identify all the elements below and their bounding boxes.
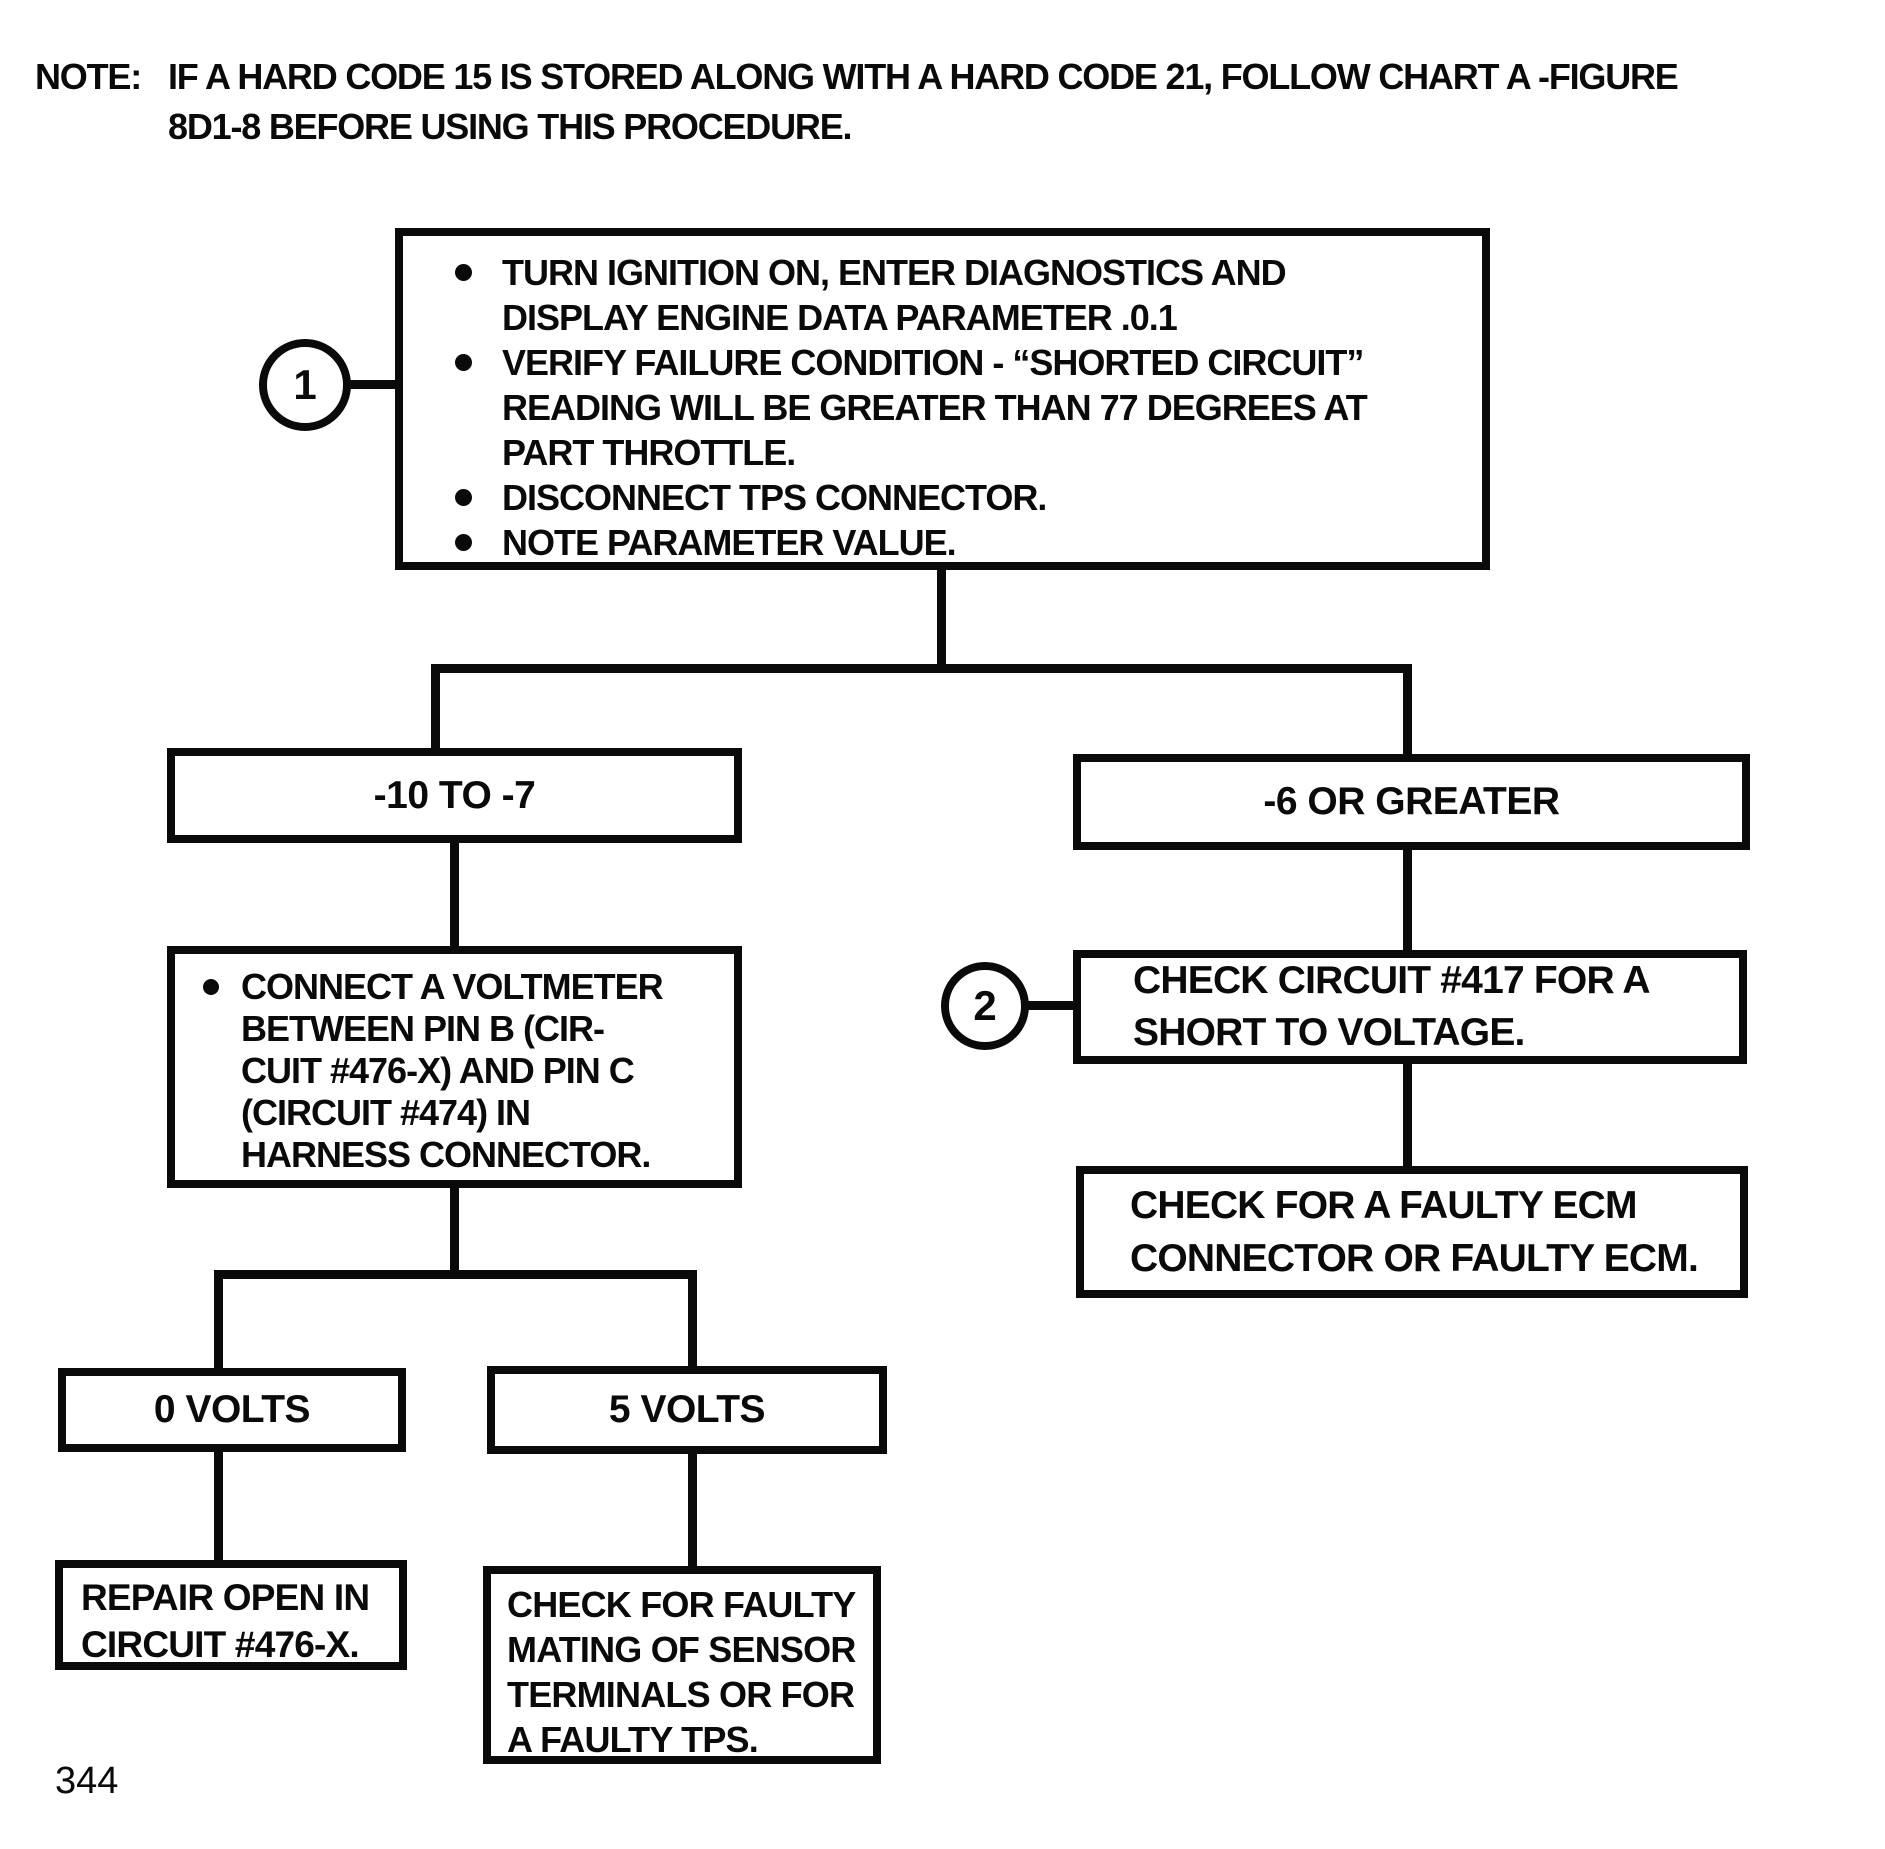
5-volts-label: 5 VOLTS: [608, 1388, 766, 1431]
repair-line-1: REPAIR OPEN IN: [81, 1577, 370, 1618]
list-item: DISCONNECT TPS CONNECTOR.: [455, 475, 1462, 520]
start-bullet-1-line-2: DISPLAY ENGINE DATA PARAMETER .0.1: [502, 297, 1178, 338]
note-line-2: 8D1-8 BEFORE USING THIS PROCEDURE.: [168, 106, 853, 147]
bullet-icon: [203, 979, 219, 995]
box-5-volts: 5 VOLTS: [487, 1366, 887, 1454]
circuit-417-line-1: CHECK CIRCUIT #417 FOR A: [1133, 959, 1651, 1002]
box-repair-open: REPAIR OPEN IN CIRCUIT #476-X.: [55, 1560, 407, 1670]
note-header: NOTE: IF A HARD CODE 15 IS STORED ALONG …: [35, 52, 1679, 152]
box-0-volts: 0 VOLTS: [58, 1368, 406, 1452]
note-line-1: IF A HARD CODE 15 IS STORED ALONG WITH A…: [168, 56, 1679, 97]
voltmeter-line-1: CONNECT A VOLTMETER: [241, 966, 664, 1007]
ecm-line-2: CONNECTOR OR FAULTY ECM.: [1130, 1237, 1699, 1280]
note-label: NOTE:: [35, 56, 142, 97]
connector-split-horizontal: [214, 1270, 697, 1279]
box-check-circuit-417: CHECK CIRCUIT #417 FOR A SHORT TO VOLTAG…: [1073, 950, 1747, 1064]
mating-line-2: MATING OF SENSOR: [507, 1629, 856, 1670]
connector-0v-repair: [214, 1448, 223, 1566]
list-item: VERIFY FAILURE CONDITION - “SHORTED CIRC…: [455, 340, 1462, 475]
start-bullet-2-line-3: PART THROTTLE.: [502, 432, 796, 473]
list-item: TURN IGNITION ON, ENTER DIAGNOSTICS AND …: [455, 250, 1462, 340]
mating-line-4: A FAULTY TPS.: [507, 1719, 759, 1760]
connector-stub-badge1: [346, 380, 401, 389]
connector-split-left-down: [214, 1270, 223, 1374]
connector-stub-badge2: [1022, 1001, 1077, 1010]
connector-rangehigh-417: [1403, 846, 1412, 956]
bullet-icon: [455, 264, 472, 281]
connector-rangelow-voltmeter: [450, 838, 459, 954]
start-bullet-1-line-1: TURN IGNITION ON, ENTER DIAGNOSTICS AND: [502, 252, 1287, 293]
box-check-ecm: CHECK FOR A FAULTY ECM CONNECTOR OR FAUL…: [1076, 1166, 1748, 1298]
repair-open-text: REPAIR OPEN IN CIRCUIT #476-X.: [63, 1568, 399, 1668]
box-start-procedure: TURN IGNITION ON, ENTER DIAGNOSTICS AND …: [395, 228, 1490, 570]
bullet-icon: [455, 354, 472, 371]
step-badge-2-number: 2: [973, 982, 997, 1029]
list-item: CONNECT A VOLTMETER BETWEEN PIN B (CIR- …: [203, 966, 724, 1176]
start-bullet-list: TURN IGNITION ON, ENTER DIAGNOSTICS AND …: [403, 236, 1482, 565]
start-bullet-2-line-2: READING WILL BE GREATER THAN 77 DEGREES …: [502, 387, 1368, 428]
connector-split-right-down: [688, 1270, 697, 1372]
connector-start-down: [937, 566, 946, 672]
connector-branch-horizontal: [431, 664, 1412, 673]
range-low-label: -10 TO -7: [373, 773, 536, 817]
connector-voltmeter-down: [450, 1184, 459, 1279]
ecm-line-1: CHECK FOR A FAULTY ECM: [1130, 1184, 1638, 1227]
bullet-icon: [455, 489, 472, 506]
connector-branch-left-down: [431, 664, 440, 756]
range-high-label: -6 OR GREATER: [1263, 780, 1560, 823]
step-badge-1: 1: [259, 339, 351, 431]
check-ecm-text: CHECK FOR A FAULTY ECM CONNECTOR OR FAUL…: [1084, 1174, 1740, 1290]
voltmeter-line-2: BETWEEN PIN B (CIR-: [241, 1008, 605, 1049]
repair-line-2: CIRCUIT #476-X.: [81, 1624, 360, 1665]
circuit-417-line-2: SHORT TO VOLTAGE.: [1133, 1011, 1525, 1054]
start-bullet-2-line-1: VERIFY FAILURE CONDITION - “SHORTED CIRC…: [502, 342, 1364, 383]
check-mating-text: CHECK FOR FAULTY MATING OF SENSOR TERMIN…: [491, 1574, 873, 1762]
check-circuit-417-text: CHECK CIRCUIT #417 FOR A SHORT TO VOLTAG…: [1081, 958, 1739, 1056]
note-text: IF A HARD CODE 15 IS STORED ALONG WITH A…: [168, 52, 1679, 152]
bullet-icon: [455, 534, 472, 551]
mating-line-1: CHECK FOR FAULTY: [507, 1584, 856, 1625]
box-range-low: -10 TO -7: [167, 748, 742, 843]
0-volts-label: 0 VOLTS: [153, 1388, 311, 1431]
start-bullet-3-line-1: DISCONNECT TPS CONNECTOR.: [502, 477, 1047, 518]
connector-5v-mating: [688, 1450, 697, 1572]
mating-line-3: TERMINALS OR FOR: [507, 1674, 855, 1715]
box-connect-voltmeter: CONNECT A VOLTMETER BETWEEN PIN B (CIR- …: [167, 946, 742, 1188]
step-badge-2: 2: [941, 962, 1029, 1050]
connector-417-ecm: [1403, 1060, 1412, 1172]
voltmeter-line-3: CUIT #476-X) AND PIN C: [241, 1050, 635, 1091]
voltmeter-line-5: HARNESS CONNECTOR.: [241, 1134, 651, 1175]
connector-branch-right-down: [1403, 664, 1412, 762]
step-badge-1-number: 1: [293, 361, 317, 408]
start-bullet-4-line-1: NOTE PARAMETER VALUE.: [502, 522, 957, 563]
voltmeter-line-4: (CIRCUIT #474) IN: [241, 1092, 531, 1133]
box-range-high: -6 OR GREATER: [1073, 754, 1750, 850]
list-item: NOTE PARAMETER VALUE.: [455, 520, 1462, 565]
page-number: 344: [55, 1760, 119, 1802]
voltmeter-bullet-list: CONNECT A VOLTMETER BETWEEN PIN B (CIR- …: [175, 954, 734, 1176]
box-check-mating: CHECK FOR FAULTY MATING OF SENSOR TERMIN…: [483, 1566, 881, 1764]
